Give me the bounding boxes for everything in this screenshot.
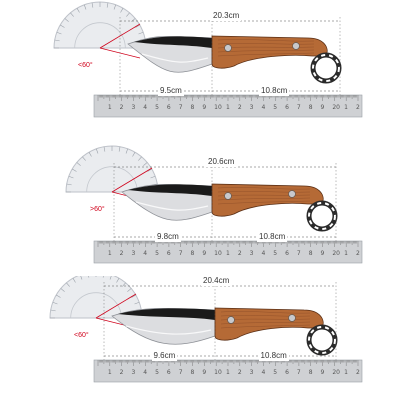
blade-length-label: 9.5cm bbox=[158, 86, 184, 96]
ruler-number: 7 bbox=[297, 369, 301, 376]
ruler-number: 8 bbox=[309, 369, 313, 376]
knife-blade bbox=[127, 35, 213, 73]
blade-angle-label: <60° bbox=[74, 332, 89, 339]
knife-handle bbox=[211, 35, 342, 84]
ruler-number: 2 bbox=[356, 104, 360, 111]
dimension-lines bbox=[103, 282, 337, 360]
ruler-number: 7 bbox=[179, 104, 183, 111]
ruler-number: 3 bbox=[250, 104, 254, 111]
ruler-number: 1 bbox=[226, 369, 230, 376]
ruler-number: 8 bbox=[191, 369, 195, 376]
total-length-label: 20.3cm bbox=[211, 11, 242, 21]
ruler-number: 5 bbox=[155, 250, 159, 257]
ruler-number: 3 bbox=[250, 250, 254, 257]
handle-length-label: 10.8cm bbox=[258, 351, 289, 361]
blade-length-label: 9.6cm bbox=[151, 351, 178, 361]
ruler-number: 4 bbox=[261, 104, 265, 111]
ruler-number: 6 bbox=[285, 250, 289, 257]
ruler-number: 8 bbox=[309, 250, 313, 257]
ruler-number: 4 bbox=[143, 369, 147, 376]
ruler-number: 9 bbox=[321, 250, 325, 257]
ruler-number: 3 bbox=[131, 250, 135, 257]
knife-blade bbox=[121, 183, 213, 221]
handle-length-label: 10.8cm bbox=[259, 86, 290, 96]
ruler-number: 4 bbox=[143, 250, 147, 257]
protractor bbox=[49, 276, 143, 319]
ruler-number: 6 bbox=[167, 250, 171, 257]
ruler-number: 5 bbox=[155, 104, 159, 111]
ruler-number: 8 bbox=[309, 104, 313, 111]
ruler-number: 2 bbox=[120, 369, 124, 376]
protractor bbox=[53, 1, 147, 49]
ruler-number: 1 bbox=[226, 250, 230, 257]
ruler-number: 4 bbox=[143, 104, 147, 111]
ruler-number: 1 bbox=[108, 369, 112, 376]
total-length-label: 20.6cm bbox=[206, 157, 237, 167]
ruler-number: 3 bbox=[131, 104, 135, 111]
ruler-number: 1 bbox=[108, 104, 112, 111]
handle-length-label: 10.8cm bbox=[257, 232, 288, 242]
ruler-number: 9 bbox=[202, 369, 206, 376]
ruler-number: 10 bbox=[214, 369, 222, 376]
ruler-number: 3 bbox=[131, 369, 135, 376]
ruler-number: 9 bbox=[321, 369, 325, 376]
ruler-number: 1 bbox=[108, 250, 112, 257]
protractor bbox=[65, 145, 159, 193]
ruler-number: 6 bbox=[167, 369, 171, 376]
ruler-number: 9 bbox=[321, 104, 325, 111]
ruler-number: 2 bbox=[238, 250, 242, 257]
ruler-number: 1 bbox=[344, 104, 348, 111]
blade-length-label: 9.8cm bbox=[155, 232, 181, 242]
ruler-number: 10 bbox=[214, 104, 222, 111]
ruler-number: 6 bbox=[285, 369, 289, 376]
ruler-number: 9 bbox=[202, 250, 206, 257]
dimension-lines bbox=[119, 17, 341, 95]
ruler-number: 2 bbox=[238, 104, 242, 111]
ruler-number: 4 bbox=[261, 369, 265, 376]
ruler-number: 1 bbox=[344, 369, 348, 376]
ruler-number: 7 bbox=[179, 250, 183, 257]
ruler-number: 1 bbox=[344, 250, 348, 257]
ruler-number: 10 bbox=[214, 250, 222, 257]
ruler-number: 7 bbox=[297, 104, 301, 111]
ruler-number: 20 bbox=[332, 104, 340, 111]
ruler-number: 5 bbox=[273, 104, 277, 111]
ruler-number: 2 bbox=[120, 104, 124, 111]
ruler-number: 2 bbox=[356, 369, 360, 376]
ruler-number: 5 bbox=[273, 250, 277, 257]
ruler-number: 2 bbox=[356, 250, 360, 257]
ruler-number: 3 bbox=[250, 369, 254, 376]
ruler-number: 4 bbox=[261, 250, 265, 257]
ruler-number: 6 bbox=[167, 104, 171, 111]
blade-angle-label: <60° bbox=[78, 62, 93, 69]
ruler-number: 5 bbox=[155, 369, 159, 376]
ruler-number: 8 bbox=[191, 104, 195, 111]
dimension-lines bbox=[113, 163, 337, 241]
ruler-number: 6 bbox=[285, 104, 289, 111]
ruler-number: 7 bbox=[297, 250, 301, 257]
total-length-label: 20.4cm bbox=[201, 276, 232, 286]
ruler-number: 1 bbox=[226, 104, 230, 111]
knife-handle bbox=[214, 307, 338, 356]
ruler-number: 20 bbox=[332, 369, 340, 376]
ruler-number: 20 bbox=[332, 250, 340, 257]
ruler-number: 5 bbox=[273, 369, 277, 376]
ruler-number: 2 bbox=[120, 250, 124, 257]
knife-blade bbox=[111, 307, 216, 345]
ruler-number: 9 bbox=[202, 104, 206, 111]
knife-handle bbox=[211, 183, 338, 232]
blade-angle-label: >60° bbox=[90, 206, 105, 213]
ruler-number: 7 bbox=[179, 369, 183, 376]
ruler-number: 2 bbox=[238, 369, 242, 376]
ruler-number: 8 bbox=[191, 250, 195, 257]
